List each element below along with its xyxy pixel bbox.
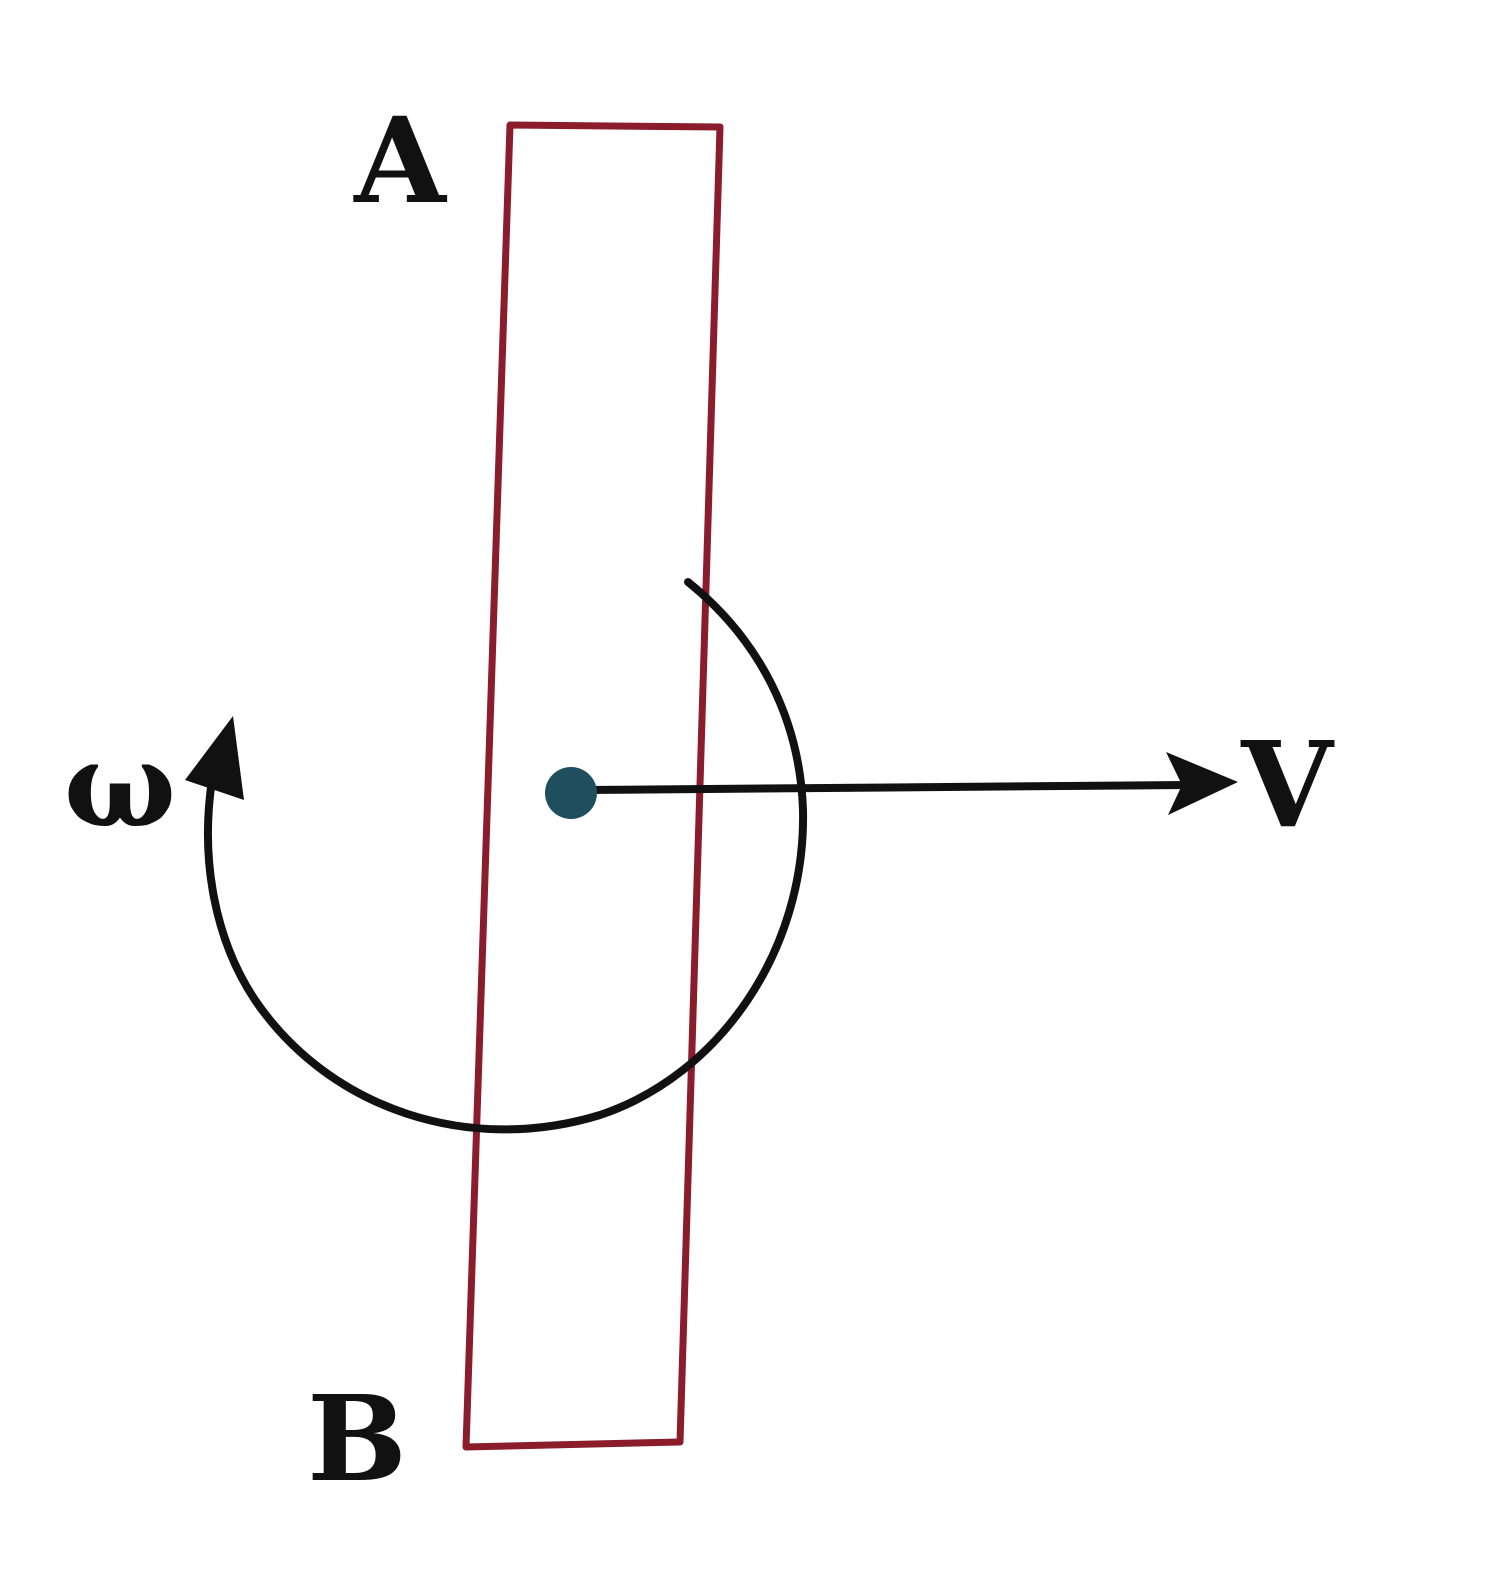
velocity-arrow-shaft — [581, 781, 1189, 794]
rotation-arrowhead-icon — [185, 716, 244, 800]
label-omega: ω — [64, 715, 176, 854]
center-of-mass-dot — [545, 767, 597, 819]
velocity-arrowhead-icon — [1166, 752, 1238, 815]
label-velocity: V — [1240, 715, 1335, 854]
label-end-b: B — [307, 1369, 407, 1508]
rod — [462, 121, 724, 1451]
label-end-a: A — [353, 91, 447, 230]
rotation-arc — [204, 578, 808, 1134]
